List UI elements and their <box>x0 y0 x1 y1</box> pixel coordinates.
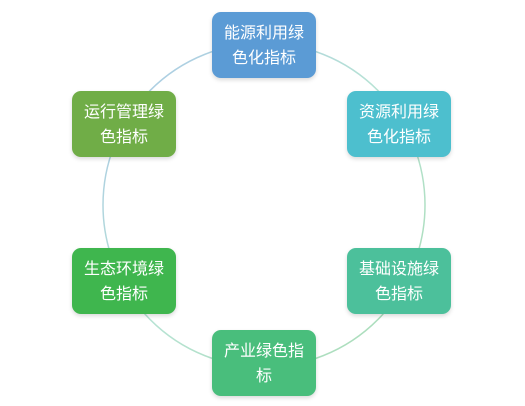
node-operation: 运行管理绿色指标 <box>72 91 176 157</box>
node-ecology-label: 生态环境绿色指标 <box>83 259 164 303</box>
node-resource-label: 资源利用绿色化指标 <box>358 102 439 146</box>
node-infrastructure-label: 基础设施绿色指标 <box>358 259 439 303</box>
node-industry-label: 产业绿色指标 <box>223 341 304 385</box>
node-industry: 产业绿色指标 <box>212 330 316 396</box>
node-infrastructure: 基础设施绿色指标 <box>347 248 451 314</box>
node-energy-label: 能源利用绿色化指标 <box>223 23 304 67</box>
node-resource: 资源利用绿色化指标 <box>347 91 451 157</box>
node-operation-label: 运行管理绿色指标 <box>83 102 164 146</box>
node-ecology: 生态环境绿色指标 <box>72 248 176 314</box>
node-energy: 能源利用绿色化指标 <box>212 12 316 78</box>
